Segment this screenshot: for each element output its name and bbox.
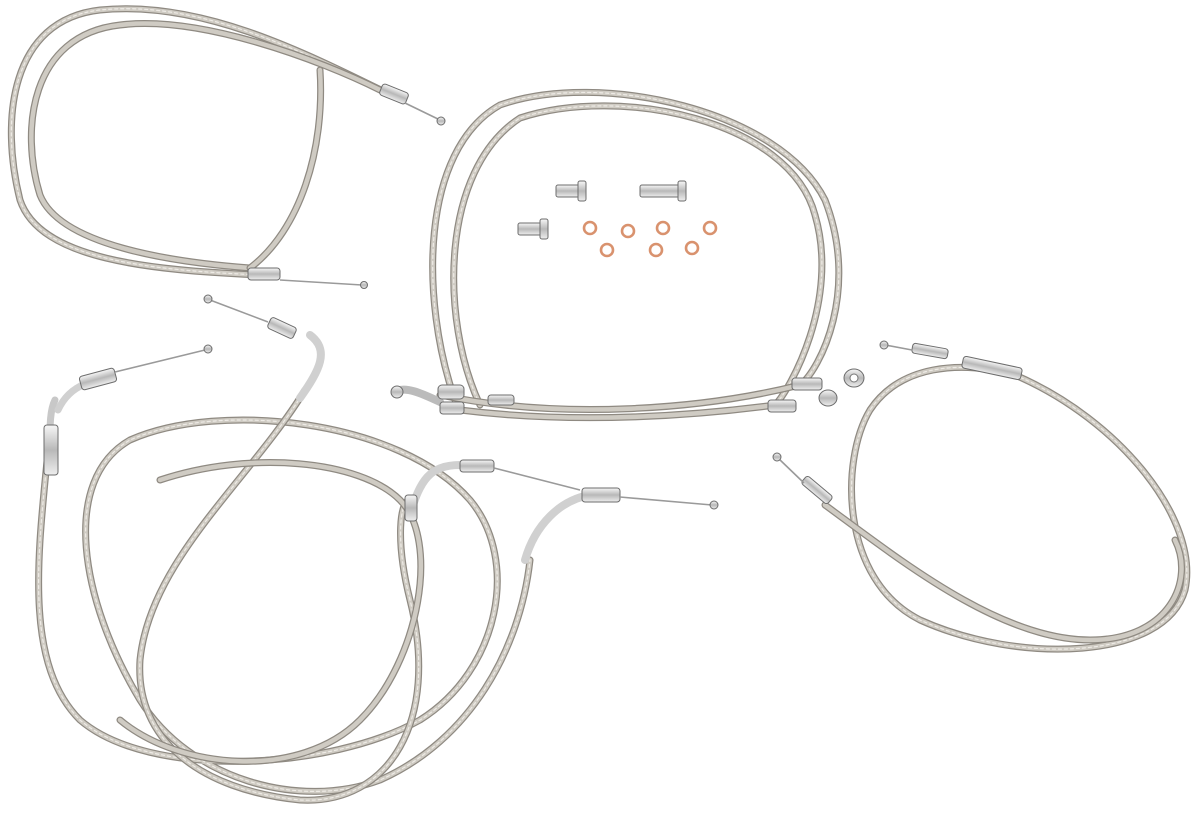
top-left-cable — [7, 5, 446, 289]
bottom-left-cables — [35, 294, 719, 804]
copper-washer — [655, 220, 671, 236]
copper-washer — [648, 242, 664, 258]
brake-lines — [390, 88, 865, 422]
copper-washer — [702, 220, 718, 236]
copper-washer — [620, 223, 636, 239]
copper-washer — [582, 220, 598, 236]
copper-washer — [599, 242, 615, 258]
banjo-bolt — [639, 180, 687, 202]
hardware — [517, 180, 718, 258]
right-cable — [772, 340, 1191, 653]
copper-washer — [684, 240, 700, 256]
banjo-bolt — [555, 180, 587, 202]
banjo-bolt — [517, 218, 549, 240]
